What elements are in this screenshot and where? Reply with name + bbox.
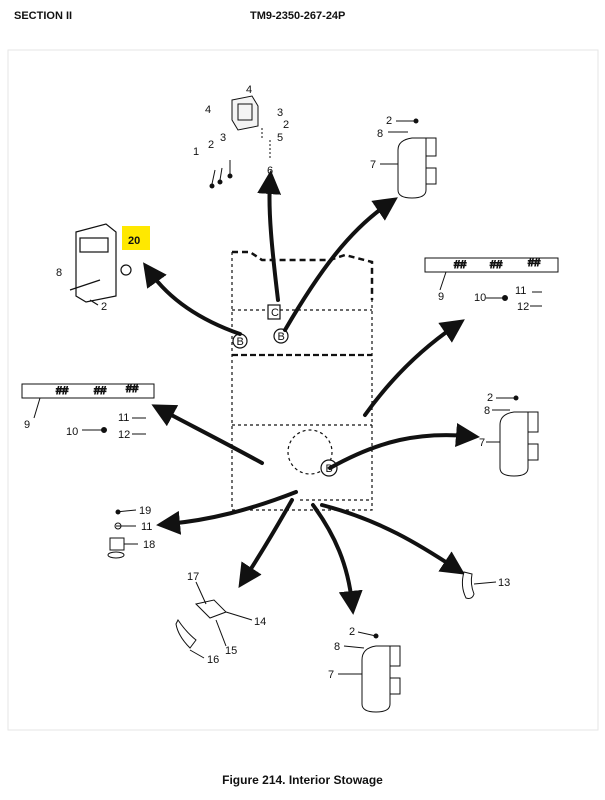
callouts-bottom-left: 17 14 15 16 — [187, 571, 266, 666]
svg-text:##: ## — [126, 383, 139, 395]
callouts-left-strip: 9 10 11 12 — [24, 412, 130, 441]
callouts-upper-left: 20 8 2 — [56, 235, 140, 313]
top-right-clip — [380, 118, 437, 199]
svg-text:8: 8 — [56, 267, 62, 279]
svg-text:11: 11 — [118, 412, 129, 424]
callouts-top-right: 2 8 7 — [370, 115, 392, 171]
marker-right-circle: B — [273, 328, 289, 344]
svg-text:7: 7 — [328, 669, 334, 681]
svg-text:6: 6 — [267, 165, 273, 177]
svg-text:##: ## — [56, 385, 69, 397]
bottom-left-bracket — [175, 581, 253, 659]
svg-text:##: ## — [528, 257, 541, 269]
callout-20-highlighted: 20 — [128, 235, 140, 247]
svg-text:14: 14 — [254, 616, 266, 628]
upper-left-box — [69, 223, 132, 306]
callout-highlight — [122, 226, 150, 250]
callouts-right-strip: 9 10 11 12 — [438, 285, 529, 313]
svg-text:17: 17 — [187, 571, 199, 583]
right-strip: ## ## ## — [424, 257, 559, 307]
svg-text:B: B — [278, 331, 285, 343]
vehicle-outline — [231, 250, 374, 511]
left-strip: ## ## ## — [21, 383, 155, 435]
svg-text:7: 7 — [370, 159, 376, 171]
svg-text:2: 2 — [283, 119, 289, 131]
bottom-center-clip — [338, 631, 401, 713]
lower-left-fasteners — [107, 509, 138, 559]
svg-text:8: 8 — [377, 128, 383, 140]
figure-caption: Figure 214. Interior Stowage — [222, 773, 383, 787]
svg-text:12: 12 — [118, 429, 130, 441]
pointer-arrows — [143, 170, 480, 615]
svg-text:8: 8 — [334, 641, 340, 653]
svg-text:2: 2 — [208, 139, 214, 151]
callouts-top-center: 4 3 2 4 5 1 2 3 6 — [193, 84, 289, 177]
svg-text:13: 13 — [498, 577, 510, 589]
svg-text:11: 11 — [515, 285, 526, 297]
callouts-bottom-center: 2 8 7 — [328, 626, 355, 681]
section-label: SECTION II — [14, 10, 73, 22]
svg-text:10: 10 — [474, 292, 486, 304]
callouts-bottom-right: 13 — [498, 577, 510, 589]
svg-text:18: 18 — [143, 539, 155, 551]
svg-text:12: 12 — [517, 301, 529, 313]
tm-number: TM9-2350-267-24P — [250, 10, 346, 22]
svg-text:##: ## — [490, 259, 503, 271]
svg-text:B: B — [237, 336, 244, 348]
svg-text:19: 19 — [139, 505, 151, 517]
svg-text:2: 2 — [349, 626, 355, 638]
svg-text:7: 7 — [479, 437, 485, 449]
svg-text:2: 2 — [386, 115, 392, 127]
bottom-right-latch — [461, 571, 497, 599]
svg-text:4: 4 — [246, 84, 252, 96]
svg-text:9: 9 — [24, 419, 30, 431]
svg-text:4: 4 — [205, 104, 211, 116]
svg-text:3: 3 — [277, 107, 283, 119]
marker-left-circle: B — [232, 333, 248, 349]
svg-text:11: 11 — [141, 521, 152, 533]
svg-text:15: 15 — [225, 645, 237, 657]
svg-text:2: 2 — [101, 301, 107, 313]
marker-center-bracket: C — [267, 304, 281, 320]
callouts-right-clip: 2 8 7 — [479, 392, 493, 449]
svg-text:##: ## — [94, 385, 107, 397]
top-center-assembly — [209, 95, 271, 189]
svg-text:5: 5 — [277, 132, 283, 144]
svg-text:1: 1 — [193, 146, 199, 158]
svg-text:C: C — [271, 307, 279, 319]
svg-text:10: 10 — [66, 426, 78, 438]
figure-frame — [7, 49, 599, 731]
svg-text:##: ## — [454, 259, 467, 271]
svg-text:16: 16 — [207, 654, 219, 666]
svg-text:9: 9 — [438, 291, 444, 303]
right-clip — [486, 395, 539, 477]
svg-text:2: 2 — [487, 392, 493, 404]
callouts-lower-left: 19 11 18 — [139, 505, 155, 551]
svg-text:8: 8 — [484, 405, 490, 417]
svg-text:3: 3 — [220, 132, 226, 144]
